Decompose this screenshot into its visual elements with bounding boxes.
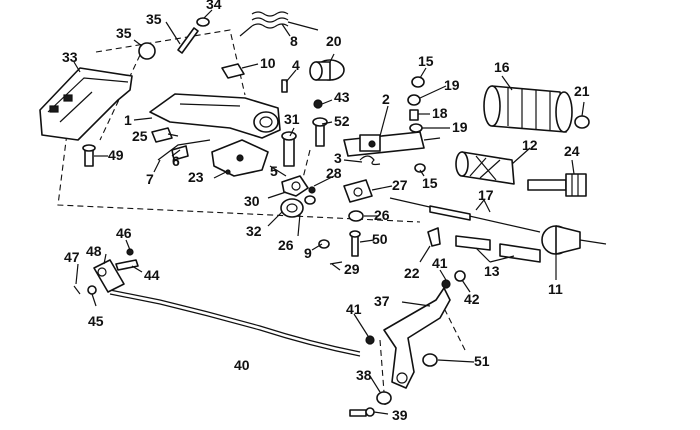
callout-5: 5 [270,163,278,179]
callout-2: 2 [382,91,390,107]
part-13-tubes [455,235,541,263]
callout-51: 51 [474,353,490,369]
callout-12: 12 [522,137,538,153]
part-12-grip-tube [455,151,515,185]
callout-9: 9 [304,245,312,261]
callout-26b: 26 [374,207,390,223]
part-30-clamp [281,175,309,197]
callout-23: 23 [188,169,204,185]
callout-11: 11 [548,281,563,297]
callout-29: 29 [344,261,360,277]
part-26-28-washers [304,186,316,205]
part-32-bushing [280,198,304,218]
callout-7: 7 [146,171,154,187]
callout-22: 22 [404,265,420,281]
callout-13: 13 [484,263,500,279]
callout-41a: 41 [432,255,448,271]
callout-17: 17 [478,187,494,203]
part-38-39-bushing-bolt [349,391,392,417]
part-4-pin [281,79,288,93]
part-51-washer [422,353,438,367]
part-11-cable-end [541,225,607,255]
callout-16: 16 [494,59,510,75]
part-25-clip [151,127,173,143]
part-15-18-19-bushings [407,76,426,173]
leader-lines [73,9,585,415]
callout-25: 25 [132,128,148,144]
callout-18: 18 [432,105,448,121]
callout-47: 47 [64,249,80,265]
callout-52: 52 [334,113,350,129]
callout-34: 34 [206,0,222,12]
callout-48: 48 [86,243,102,259]
callout-15b: 15 [422,175,438,191]
callout-30: 30 [244,193,260,209]
callout-20: 20 [326,33,342,49]
part-8-spring [239,11,319,37]
part-40-shift-rod [109,289,361,357]
callout-41b: 41 [346,301,362,317]
callout-45: 45 [88,313,104,329]
part-33-control-housing [39,67,133,141]
part-16-grip [483,85,573,133]
part-52-bolt [312,117,328,147]
callout-50: 50 [372,231,388,247]
part-1-housing [149,93,281,139]
part-17-cable [389,197,541,233]
callout-44: 44 [144,267,160,283]
callout-40: 40 [234,357,250,373]
callout-15a: 15 [418,53,434,69]
part-41-42-nuts [365,270,466,345]
callout-26a: 26 [278,237,294,253]
callout-19b: 19 [452,119,468,135]
part-50-9-29-pieces [318,230,361,265]
callout-31: 31 [284,111,300,127]
callout-35b: 35 [116,25,132,41]
callout-28: 28 [326,165,342,181]
part-3-wire-spring [359,155,381,166]
part-20-sleeve [309,59,345,81]
part-22-clip [427,227,441,247]
callout-33: 33 [62,49,78,65]
callout-labels: 1 2 3 4 5 6 7 8 9 10 11 12 13 15 15 16 1… [62,0,590,423]
callout-6: 6 [172,153,180,169]
callout-21: 21 [574,83,590,99]
part-26-washer [348,210,364,222]
part-49-bolt [82,144,96,167]
part-24-screw [527,173,587,197]
callout-10: 10 [260,55,276,71]
callout-46: 46 [116,225,132,241]
part-2-shaft-assembly [343,131,441,157]
callout-43: 43 [334,89,350,105]
part-23-bracket [211,139,269,177]
part-31-shaft [281,131,297,167]
callout-49: 49 [108,147,124,163]
callout-42: 42 [464,291,480,307]
callout-8: 8 [290,33,298,49]
part-10-block [221,63,245,79]
callout-3: 3 [334,150,342,166]
callout-27: 27 [392,177,408,193]
callout-24: 24 [564,143,580,159]
callout-1: 1 [124,112,132,128]
callout-39: 39 [392,407,408,423]
part-37-shift-lever [383,287,451,389]
callout-32: 32 [246,223,262,239]
part-27-bracket [343,179,373,203]
callout-19a: 19 [444,77,460,93]
callout-38: 38 [356,367,372,383]
callout-37: 37 [374,293,390,309]
callout-4: 4 [292,57,300,73]
part-6-7-linkage [157,139,211,161]
part-43-nut [313,99,323,109]
part-35-pin [138,17,210,60]
callout-35a: 35 [146,11,162,27]
part-21-cap [574,115,590,129]
